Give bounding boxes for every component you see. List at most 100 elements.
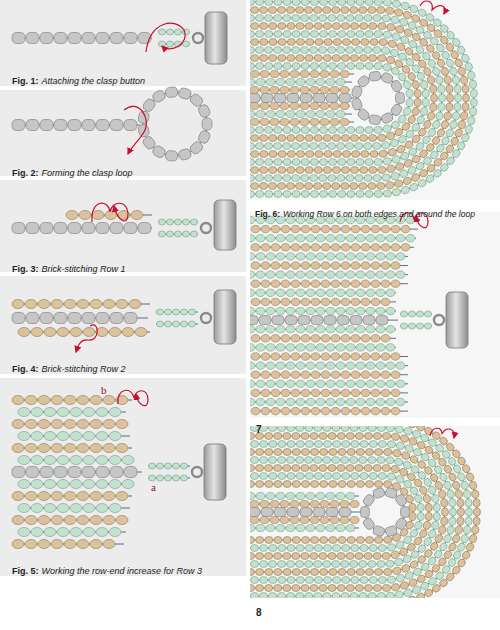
seed-bead <box>360 577 368 584</box>
seed-bead <box>342 39 350 46</box>
seed-bead <box>269 441 277 448</box>
cylinder-bead <box>12 467 25 478</box>
cylinder-bead <box>362 517 376 531</box>
seed-bead <box>389 138 399 147</box>
seed-bead <box>305 545 313 552</box>
seed-bead <box>296 577 304 584</box>
seed-bead <box>280 71 289 78</box>
seed-bead <box>378 545 386 552</box>
seed-bead <box>401 323 408 329</box>
seed-bead <box>265 433 273 440</box>
seed-bead <box>366 234 375 242</box>
seed-bead <box>321 389 330 397</box>
seed-bead <box>296 441 304 448</box>
seed-bead <box>283 175 291 182</box>
seed-bead <box>359 426 367 432</box>
seed-bead <box>290 103 299 110</box>
seed-bead <box>364 585 372 592</box>
seed-bead <box>328 15 336 22</box>
seed-bead <box>314 457 322 464</box>
seed-bead <box>250 159 255 166</box>
seed-bead <box>269 561 277 568</box>
seed-bead <box>256 493 265 500</box>
seed-bead <box>44 456 56 465</box>
cylinder-bead <box>250 316 258 325</box>
figure-caption: Attaching the clasp button <box>42 76 146 86</box>
seed-bead <box>300 517 309 524</box>
seed-bead <box>191 219 198 225</box>
seed-bead <box>457 499 465 508</box>
seed-bead <box>364 433 372 440</box>
seed-bead <box>341 225 350 233</box>
seed-bead <box>256 143 264 150</box>
seed-bead <box>471 525 479 534</box>
seed-bead <box>256 79 265 86</box>
seed-bead <box>316 111 325 118</box>
seed-bead <box>391 550 400 559</box>
seed-bead <box>376 380 385 388</box>
seed-bead <box>265 481 273 488</box>
seed-bead <box>414 494 423 504</box>
seed-bead <box>378 166 386 173</box>
seed-bead <box>368 7 376 14</box>
seed-bead <box>250 501 259 508</box>
seed-bead <box>411 106 420 116</box>
seed-bead <box>296 473 304 480</box>
seed-bead <box>311 335 320 343</box>
seed-bead <box>250 175 255 182</box>
seed-bead <box>341 280 350 288</box>
seed-bead <box>333 151 341 158</box>
seed-bead <box>266 362 275 370</box>
seed-bead <box>314 441 322 448</box>
seed-bead <box>341 561 349 568</box>
seed-bead <box>340 501 349 508</box>
seed-bead <box>266 253 275 261</box>
seed-bead <box>270 119 279 126</box>
seed-bead <box>31 328 43 337</box>
cylinder-bead <box>178 148 193 161</box>
seed-bead <box>391 244 400 252</box>
seed-bead <box>332 167 340 174</box>
seed-bead <box>301 433 309 440</box>
seed-bead <box>342 545 350 552</box>
seed-bead <box>296 167 304 174</box>
seed-bead <box>286 380 295 388</box>
seed-bead <box>366 481 374 488</box>
seed-bead <box>351 135 359 142</box>
seed-bead <box>350 501 359 508</box>
seed-bead <box>269 577 277 584</box>
seed-bead <box>38 300 50 309</box>
seed-bead <box>434 533 444 543</box>
seed-bead <box>340 119 349 126</box>
seed-bead <box>283 63 291 70</box>
seed-bead <box>360 135 368 142</box>
seed-bead <box>278 135 286 142</box>
seed-bead <box>96 504 108 513</box>
seed-bead <box>316 525 325 532</box>
seed-bead <box>391 32 401 41</box>
seed-bead <box>390 16 399 25</box>
seed-bead <box>296 362 305 370</box>
seed-bead <box>381 244 390 252</box>
seed-bead <box>337 585 345 592</box>
cylinder-bead <box>82 120 95 131</box>
seed-bead <box>283 585 291 592</box>
seed-bead <box>251 280 260 288</box>
cylinder-bead <box>313 508 325 517</box>
seed-bead <box>269 183 277 190</box>
seed-bead <box>274 159 282 166</box>
seed-bead <box>433 503 441 512</box>
seed-bead <box>83 456 95 465</box>
seed-bead <box>260 167 268 174</box>
seed-bead <box>371 335 380 343</box>
seed-bead <box>448 498 456 507</box>
seed-bead <box>369 23 377 30</box>
seed-bead <box>250 253 255 261</box>
cylinder-bead <box>40 120 53 131</box>
seed-bead <box>314 426 322 432</box>
seed-bead <box>251 371 260 379</box>
seed-bead <box>338 63 346 70</box>
seed-bead <box>429 84 437 93</box>
seed-bead <box>269 55 277 62</box>
seed-bead <box>283 191 291 198</box>
